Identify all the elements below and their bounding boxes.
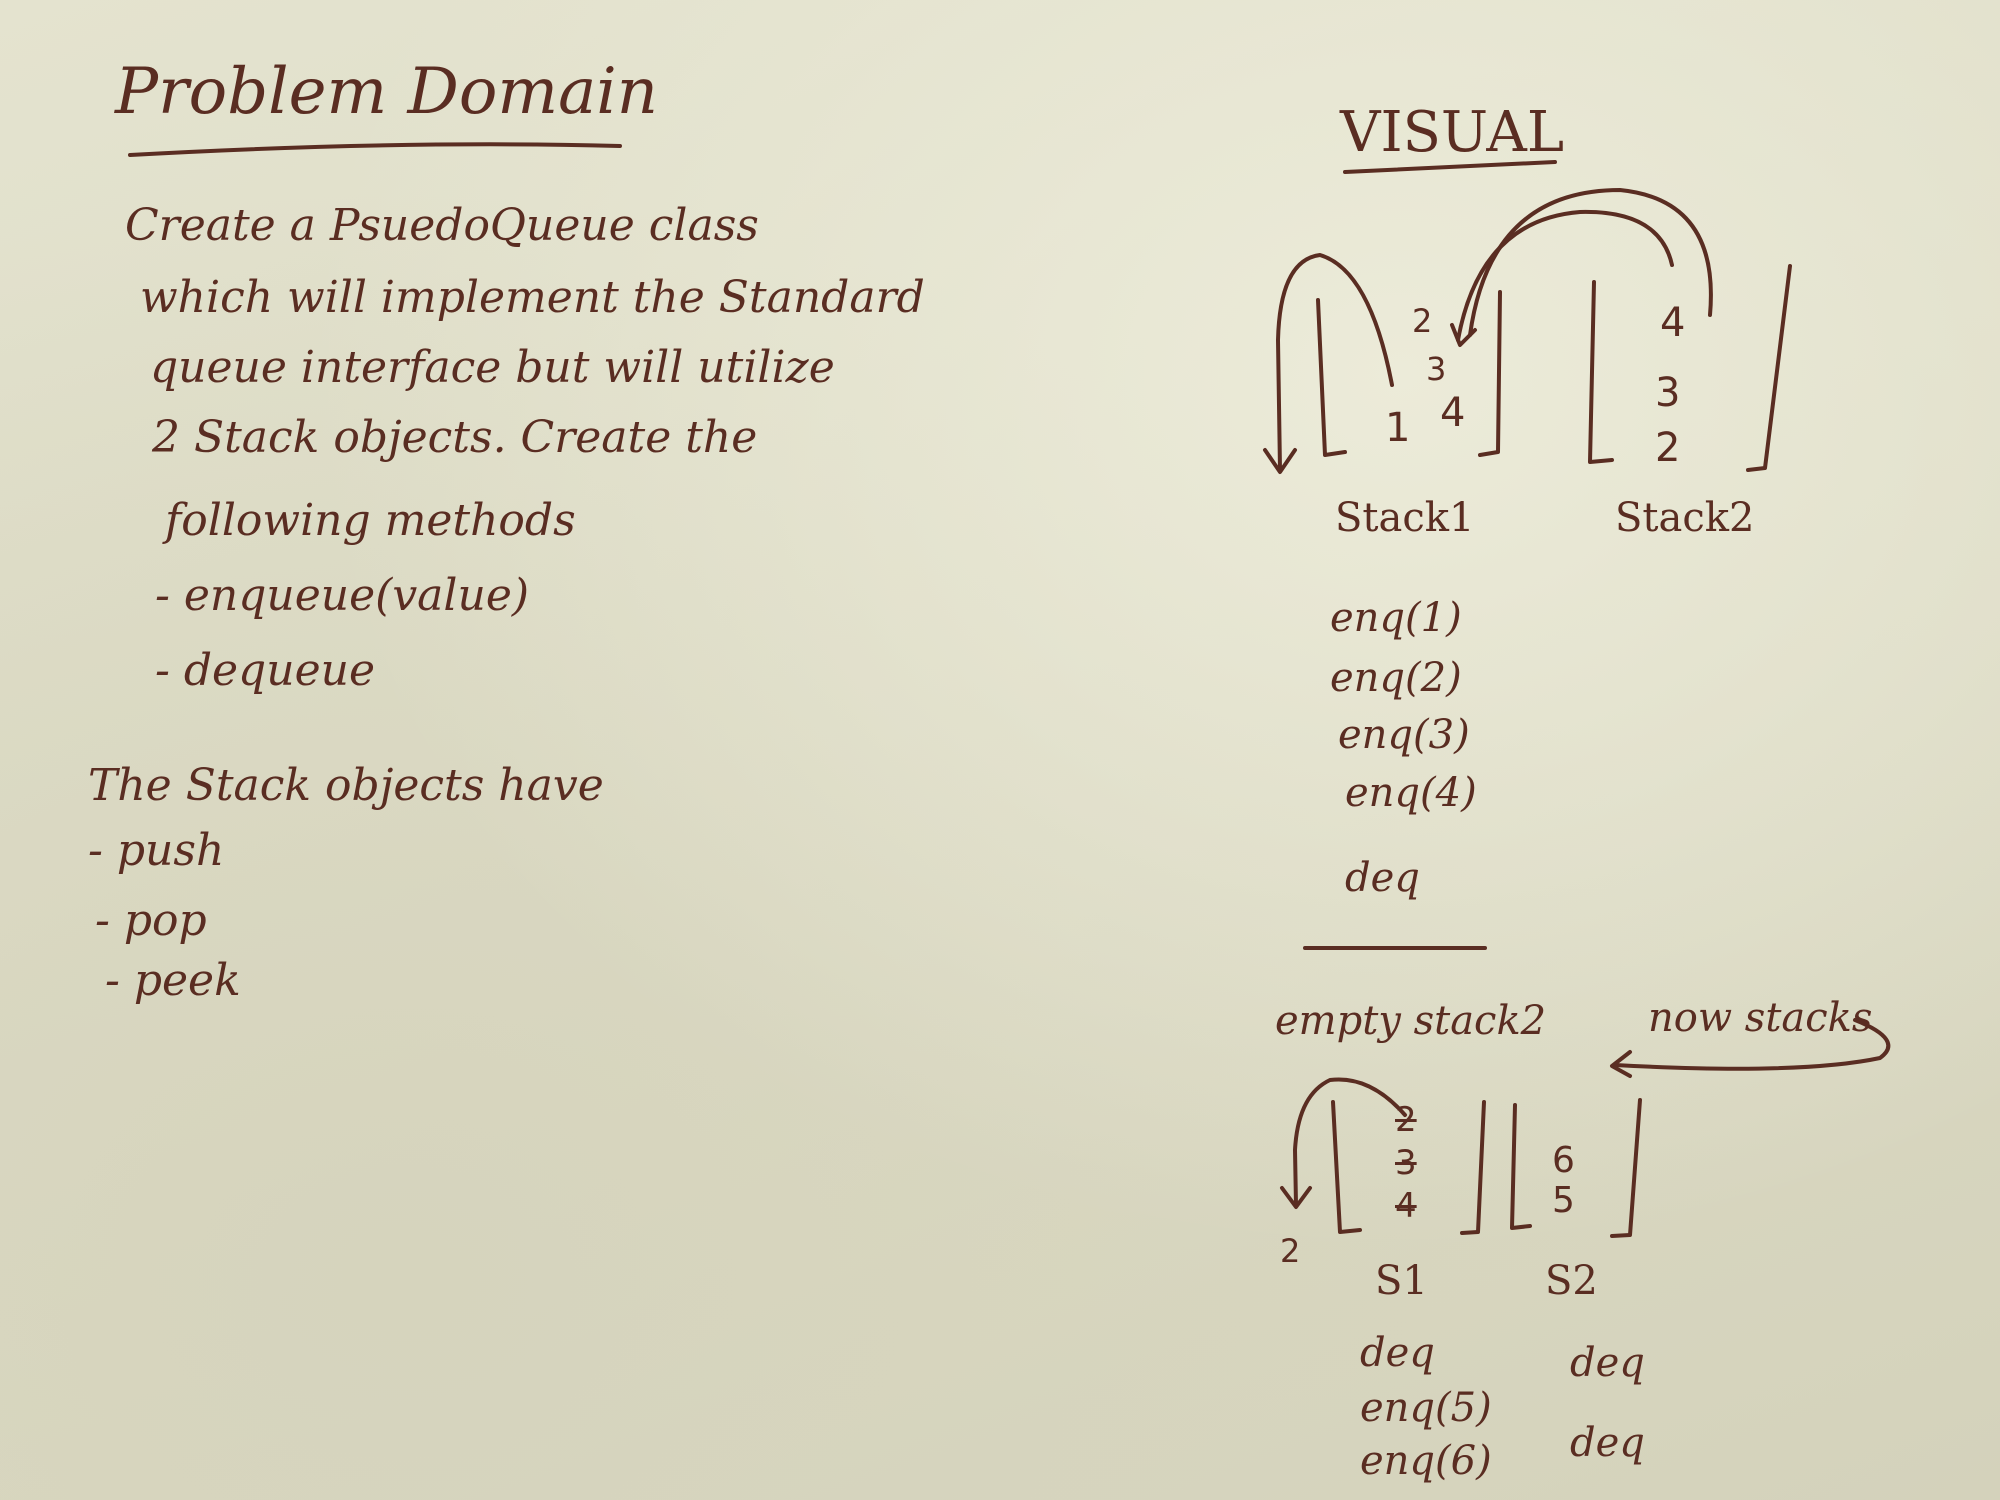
title-underline xyxy=(128,142,622,157)
s2-op-deq-2: deq xyxy=(1570,1420,1645,1466)
stack1-arrow xyxy=(1276,253,1394,472)
method-dequeue: - dequeue xyxy=(155,645,375,696)
s1-bracket-right xyxy=(1460,1100,1486,1235)
note-arrow xyxy=(1613,1018,1891,1071)
stack2-item-4: 4 xyxy=(1660,300,1686,346)
note-arrowhead xyxy=(1610,1050,1632,1078)
stack2-item-3: 3 xyxy=(1655,370,1681,416)
s1-item-4: 4 xyxy=(1395,1186,1417,1226)
description-line-2: which will implement the Standard xyxy=(140,272,925,323)
s1-op-deq: deq xyxy=(1360,1330,1435,1376)
stack2-bracket-right xyxy=(1746,264,1792,472)
s1-item-3: 3 xyxy=(1395,1143,1417,1183)
op-enq-1: enq(1) xyxy=(1330,595,1462,641)
op-enq-3: enq(3) xyxy=(1338,712,1470,758)
note-now-stacks: now stacks xyxy=(1648,995,1873,1041)
stack-method-push: - push xyxy=(88,825,225,876)
s1-op-enq-6: enq(6) xyxy=(1360,1438,1492,1484)
s2-bracket-right xyxy=(1610,1098,1642,1238)
stack-intro: The Stack objects have xyxy=(88,760,604,811)
stack1-arrow-label-2: 2 xyxy=(1412,302,1433,340)
description-line-4: 2 Stack objects. Create the xyxy=(152,412,758,463)
s1-arrowhead xyxy=(1280,1186,1312,1209)
stack2-bracket-left xyxy=(1588,280,1614,464)
op-enq-2: enq(2) xyxy=(1330,655,1462,701)
stack2-label: Stack2 xyxy=(1615,495,1755,541)
transfer-arrow-inner xyxy=(1456,209,1674,342)
stack1-bracket-left xyxy=(1316,298,1347,457)
stack1-bracket-right xyxy=(1478,290,1502,457)
description-line-3: queue interface but will utilize xyxy=(150,342,835,393)
stack1-label: Stack1 xyxy=(1335,495,1475,541)
op-enq-4: enq(4) xyxy=(1345,770,1477,816)
s1-arrow xyxy=(1293,1077,1407,1207)
stack1-item-1: 1 xyxy=(1385,405,1411,451)
note-empty-stack2: empty stack2 xyxy=(1275,998,1547,1044)
s1-bracket-left xyxy=(1331,1100,1362,1234)
description-line-5: following methods xyxy=(165,495,576,546)
description-line-1: Create a PsuedoQueue class xyxy=(125,200,759,251)
s1-label: S1 xyxy=(1375,1258,1428,1304)
problem-title: Problem Domain xyxy=(115,55,658,129)
s1-op-enq-5: enq(5) xyxy=(1360,1385,1492,1431)
transfer-arrowhead xyxy=(1450,323,1477,347)
stack1-arrow-label-3: 3 xyxy=(1426,350,1447,388)
stack-method-peek: - peek xyxy=(105,955,241,1006)
s2-label: S2 xyxy=(1545,1258,1598,1304)
stack2-item-2: 2 xyxy=(1655,425,1681,471)
s2-item-6: 6 xyxy=(1552,1140,1575,1181)
s1-output: 2 xyxy=(1280,1232,1301,1270)
visual-title: VISUAL xyxy=(1340,100,1565,165)
stack1-item-4: 4 xyxy=(1440,390,1466,436)
stack1-arrowhead xyxy=(1263,448,1297,474)
stack-method-pop: - pop xyxy=(95,895,207,946)
op-deq: deq xyxy=(1345,855,1420,901)
s1-item-2: 2 xyxy=(1395,1100,1417,1140)
visual-underline xyxy=(1343,160,1557,174)
s2-item-5: 5 xyxy=(1552,1180,1575,1221)
method-enqueue: - enqueue(value) xyxy=(155,570,530,621)
s2-op-deq-1: deq xyxy=(1570,1340,1645,1386)
s2-bracket-left xyxy=(1510,1103,1532,1230)
transfer-arrow-outer xyxy=(1468,188,1713,337)
